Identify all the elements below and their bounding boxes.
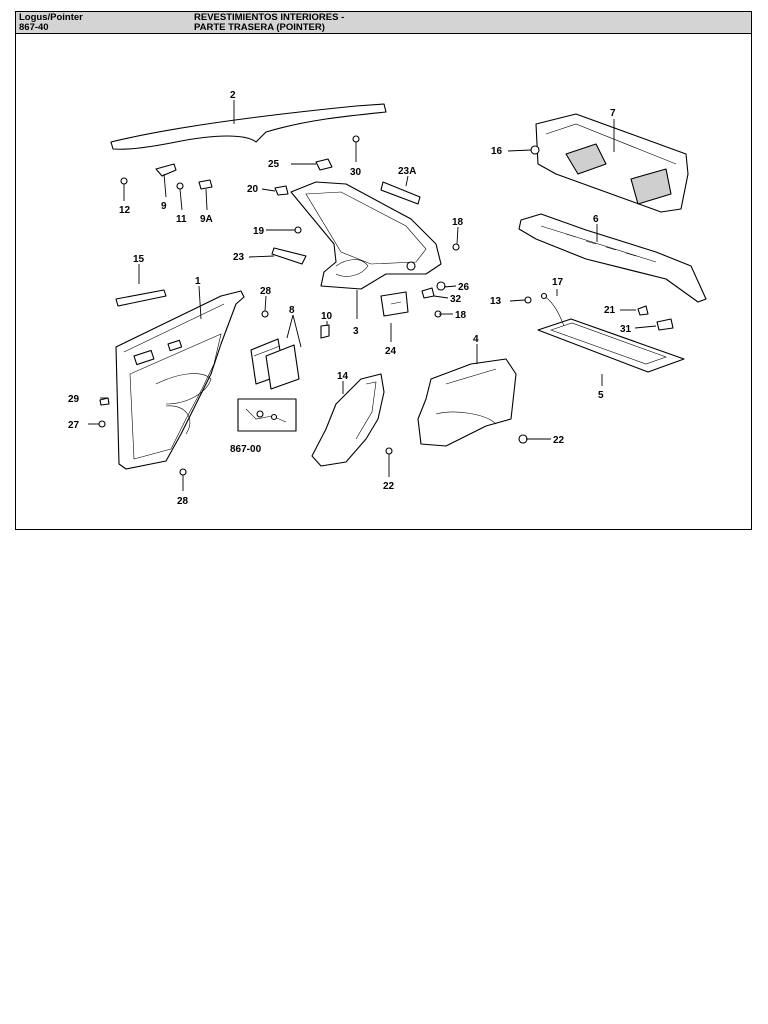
callout-26: 26 <box>458 282 470 293</box>
fastener-10 <box>320 324 330 339</box>
callout-22a: 22 <box>383 481 395 492</box>
fastener-22a <box>385 447 393 455</box>
part-5-floor-plate <box>537 318 685 373</box>
fastener-18a <box>452 243 460 251</box>
fastener-31 <box>656 318 674 331</box>
callout-23: 23 <box>233 252 245 263</box>
fastener-13 <box>524 296 532 304</box>
callout-6: 6 <box>593 214 599 225</box>
fastener-22b <box>518 434 528 444</box>
callout-11: 11 <box>176 214 187 225</box>
fastener-21 <box>637 305 649 316</box>
callout-21: 21 <box>604 305 616 316</box>
callout-10: 10 <box>321 311 333 322</box>
cable-17 <box>543 295 565 327</box>
part-15-strip <box>115 289 167 307</box>
fastener-20 <box>274 185 289 196</box>
exploded-view-svg: 2 12 9 11 9A 25 30 23A 20 19 18 23 15 1 … <box>68 90 707 507</box>
callout-17: 17 <box>552 277 564 288</box>
callout-5: 5 <box>598 390 604 401</box>
part-3-pillar-trim <box>290 181 442 290</box>
fastener-17 <box>540 292 548 300</box>
fastener-32 <box>421 287 435 299</box>
part-7-rear-panel <box>535 113 689 213</box>
reference-867-00-box <box>237 398 297 432</box>
callout-12: 12 <box>119 205 131 216</box>
fastener-9 <box>155 163 177 177</box>
callout-24: 24 <box>385 346 397 357</box>
section-title-line-1: REVESTIMIENTOS INTERIORES - <box>194 12 345 23</box>
part-14-lower-trim <box>311 373 385 467</box>
callout-8: 8 <box>289 305 295 316</box>
fastener-9a <box>198 179 213 190</box>
fastener-27 <box>98 420 106 428</box>
part-23-strip <box>271 247 307 265</box>
callout-1: 1 <box>195 276 201 287</box>
callout-9: 9 <box>161 201 167 212</box>
section-title-line-2: PARTE TRASERA (POINTER) <box>194 22 325 33</box>
fastener-28b <box>179 468 187 476</box>
part-8-pocket <box>250 338 300 390</box>
callout-15: 15 <box>133 254 145 265</box>
exploded-view-diagram: 2 12 9 11 9A 25 30 23A 20 19 18 23 15 1 … <box>16 34 751 529</box>
fastener-25 <box>315 158 333 171</box>
callout-23a: 23A <box>398 166 416 177</box>
callout-ref-867-00: 867-00 <box>230 444 262 455</box>
callout-29: 29 <box>68 394 80 405</box>
part-4-wheel-arch-trim <box>417 358 517 447</box>
fastener-16 <box>530 145 540 155</box>
callout-3: 3 <box>353 326 359 337</box>
fastener-28a <box>261 310 269 318</box>
model-name: Logus/Pointer <box>19 12 83 23</box>
callout-16: 16 <box>491 146 503 157</box>
callout-7: 7 <box>610 108 616 119</box>
part-24-bracket <box>380 291 409 317</box>
fastener-12 <box>120 177 128 185</box>
callout-31: 31 <box>620 324 632 335</box>
callout-32: 32 <box>450 294 462 305</box>
callout-labels: 2 12 9 11 9A 25 30 23A 20 19 18 23 15 1 … <box>68 90 632 507</box>
callout-19: 19 <box>253 226 265 237</box>
callout-2: 2 <box>230 90 236 101</box>
section-code: 867-40 <box>19 22 49 33</box>
callout-14: 14 <box>337 371 349 382</box>
part-2-trim-strip <box>110 103 387 150</box>
fastener-26 <box>436 281 446 291</box>
callout-25: 25 <box>268 159 280 170</box>
callout-28a: 28 <box>260 286 272 297</box>
part-23a-strip <box>380 181 421 205</box>
parts-diagram-sheet: Logus/Pointer 867-40 REVESTIMIENTOS INTE… <box>15 11 752 530</box>
callout-18b: 18 <box>455 310 467 321</box>
callout-20: 20 <box>247 184 259 195</box>
fastener-29 <box>99 397 110 406</box>
fasteners <box>98 135 674 476</box>
fastener-19 <box>294 226 302 234</box>
callout-28b: 28 <box>177 496 189 507</box>
callout-9a: 9A <box>200 214 213 225</box>
fastener-11 <box>176 182 184 190</box>
callout-22b: 22 <box>553 435 565 446</box>
callout-13: 13 <box>490 296 502 307</box>
leader-lines <box>88 100 657 491</box>
fastener-30 <box>352 135 360 143</box>
callout-27: 27 <box>68 420 80 431</box>
sheet-header: Logus/Pointer 867-40 REVESTIMIENTOS INTE… <box>16 12 751 34</box>
callout-4: 4 <box>473 334 479 345</box>
callout-30: 30 <box>350 167 362 178</box>
part-1-door-panel <box>115 290 245 470</box>
part-6-sill-trim <box>518 213 707 303</box>
callout-18a: 18 <box>452 217 464 228</box>
